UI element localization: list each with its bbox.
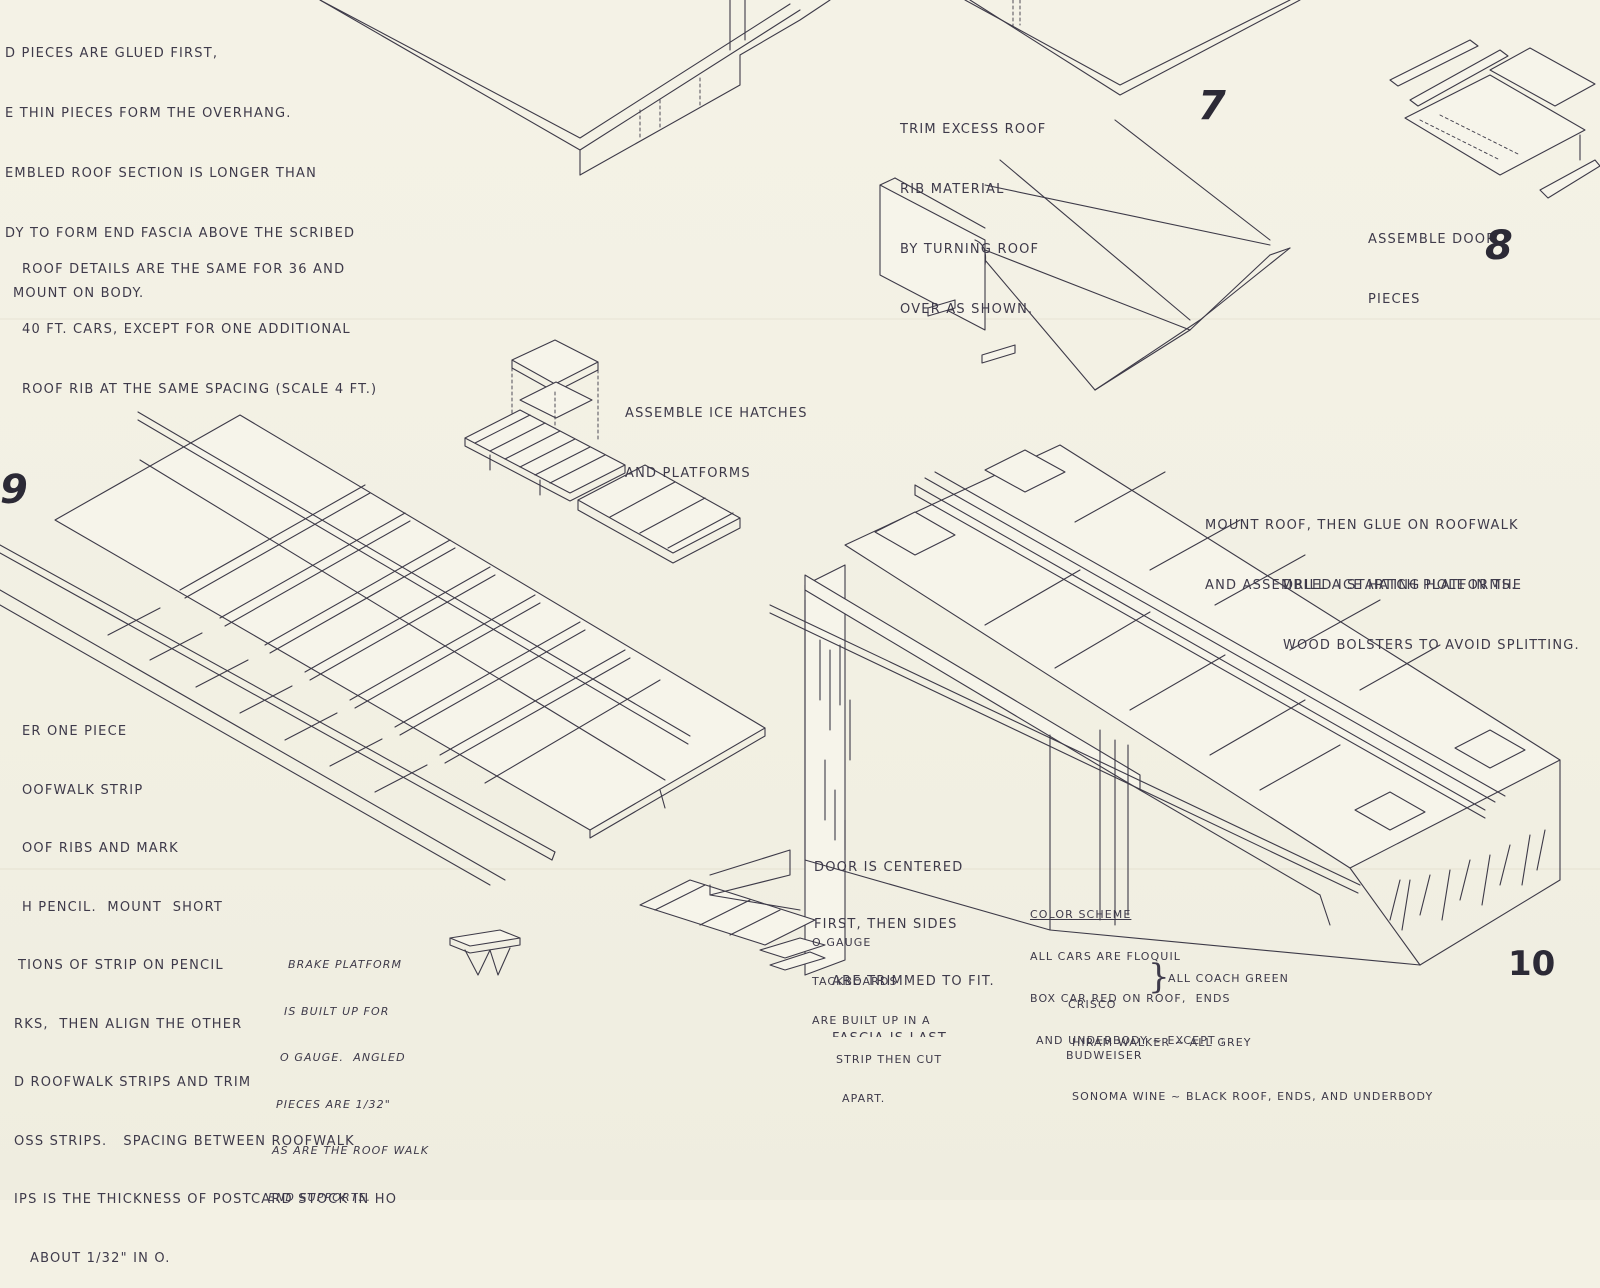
ice-hatch-drawing: [464, 339, 741, 564]
roof-top-drawing-7: [964, 0, 1301, 96]
car-body-drawing-10: [769, 444, 1561, 976]
color-scheme-line: ALL CARS ARE FLOQUIL: [1030, 950, 1182, 963]
note-line: OVER AS SHOWN.: [900, 302, 1034, 317]
note-line: H PENCIL. MOUNT SHORT: [22, 899, 224, 915]
note-line: ASSEMBLE DOOR: [1368, 232, 1497, 247]
brand-item: CRISCO: [1068, 998, 1117, 1011]
note-trim-ribs: TRIM EXCESS ROOF RIB MATERIAL BY TURNING…: [900, 80, 1046, 340]
note-line: D PIECES ARE GLUED FIRST,: [5, 46, 219, 61]
note-line: OOF RIBS AND MARK: [22, 841, 179, 856]
step-number-7: 7: [1198, 83, 1226, 129]
roofwalk-strip-drawing: [0, 544, 556, 886]
note-line: OSS STRIPS. SPACING BETWEEN ROOFWALK: [14, 1133, 355, 1149]
inverted-roof-drawing: [879, 119, 1291, 391]
color-scheme-brace-items: CRISCO BUDWEISER: [1066, 962, 1143, 1098]
note-line: ER ONE PIECE: [22, 724, 128, 739]
note-line: ROOF DETAILS ARE THE SAME FOR 36 AND: [22, 262, 346, 277]
note-line: APART.: [842, 1092, 886, 1105]
note-line: ROOF RIB AT THE SAME SPACING (SCALE 4 FT…: [22, 382, 378, 397]
note-line: ASSEMBLE ICE HATCHES: [625, 406, 808, 421]
note-line: ARE BUILT UP IN A: [812, 1014, 931, 1027]
roof-rib-drawing-9: [54, 411, 766, 839]
note-line: DY TO FORM END FASCIA ABOVE THE SCRIBED: [5, 226, 356, 241]
note-door-centered: DOOR IS CENTERED FIRST, THEN SIDES ARE T…: [814, 820, 995, 1056]
note-mount-roof: MOUNT ROOF, THEN GLUE ON ROOFWALK AND AS…: [1205, 476, 1519, 616]
note-line: 40 FT. CARS, EXCEPT FOR ONE ADDITIONAL: [22, 322, 351, 337]
note-line: PIECES ARE 1/32": [276, 1097, 391, 1111]
brace-symbol: }: [1148, 957, 1170, 997]
brace-label: ALL COACH GREEN: [1168, 972, 1289, 985]
note-line: IS BUILT UP FOR: [284, 1004, 390, 1018]
note-brake-platform: BRAKE PLATFORM IS BUILT UP FOR O GAUGE. …: [268, 926, 429, 1221]
note-line: ARE TRIMMED TO FIT.: [832, 974, 995, 989]
note-line: D ROOFWALK STRIPS AND TRIM: [14, 1075, 252, 1090]
note-roof-details: ROOF DETAILS ARE THE SAME FOR 36 AND 40 …: [22, 220, 377, 420]
note-line: MOUNT ON BODY.: [13, 286, 145, 301]
step-number-10: 10: [1508, 944, 1556, 984]
step-number-8: 8: [1485, 223, 1513, 269]
color-scheme-heading: COLOR SCHEME: [1030, 908, 1132, 921]
note-line: PIECES: [1368, 292, 1421, 307]
note-tackboards: O GAUGE TACKBOARDS ARE BUILT UP IN A STR…: [812, 910, 942, 1118]
note-line: AND PLATFORMS: [625, 466, 751, 481]
note-line: DOOR IS CENTERED: [814, 860, 964, 875]
note-line: BRAKE PLATFORM: [288, 958, 403, 971]
note-line: TACKBOARDS: [812, 975, 898, 988]
paper-fold-line: [0, 868, 1600, 870]
tackboard-drawing: [639, 849, 826, 971]
note-line: TRIM EXCESS ROOF: [900, 122, 1047, 137]
step-number-9: 9: [0, 467, 28, 513]
color-scheme-line: BOX CAR RED ON ROOF, ENDS: [1030, 992, 1231, 1005]
door-pieces-drawing: [1389, 39, 1600, 199]
assembly-drawings: [0, 0, 1600, 976]
note-line: FIRST, THEN SIDES: [814, 917, 958, 932]
color-scheme-line: AND UNDERBODY ~ EXCEPT :: [1036, 1034, 1226, 1047]
brake-platform-drawing: [449, 929, 521, 976]
note-line: AS ARE THE ROOF WALK: [272, 1144, 430, 1157]
color-scheme-extra: HIRAM WALKER ~ ALL GREY SONOMA WINE ~ BL…: [1072, 998, 1433, 1142]
note-door-pieces: ASSEMBLE DOOR PIECES: [1368, 190, 1496, 330]
note-line: RIB MATERIAL: [900, 182, 1005, 197]
note-line: MOUNT ROOF, THEN GLUE ON ROOFWALK: [1205, 518, 1519, 533]
note-line: WOOD BOLSTERS TO AVOID SPLITTING.: [1283, 638, 1580, 653]
note-line: OOFWALK STRIP: [22, 782, 144, 798]
note-line: O GAUGE. ANGLED: [280, 1051, 406, 1064]
note-line: ABOUT 1/32" IN O.: [30, 1250, 171, 1266]
note-line: BY TURNING ROOF: [900, 242, 1040, 257]
note-line: STRIP THEN CUT: [836, 1053, 943, 1066]
note-line: EMBLED ROOF SECTION IS LONGER THAN: [5, 166, 318, 181]
note-line: END SUPPORTS.: [268, 1190, 372, 1204]
roof-section-drawing-top: [319, 0, 831, 176]
note-line: RKS, THEN ALIGN THE OTHER: [14, 1016, 243, 1032]
note-line: O GAUGE: [812, 936, 872, 949]
paper-fold-line: [0, 318, 1600, 320]
note-line: E THIN PIECES FORM THE OVERHANG.: [5, 106, 292, 121]
note-line: AND ASSEMBLED ICE HATCH PLATFORMS.: [1205, 578, 1517, 593]
note-line: TIONS OF STRIP ON PENCIL: [18, 958, 224, 973]
note-line: DRILL A STARTING HOLE IN THE: [1283, 578, 1523, 593]
note-drill-hole: DRILL A STARTING HOLE IN THE WOOD BOLSTE…: [1283, 536, 1580, 676]
color-scheme-lines: ALL CARS ARE FLOQUIL BOX CAR RED ON ROOF…: [1030, 922, 1231, 1076]
note-top-roof: D PIECES ARE GLUED FIRST, E THIN PIECES …: [5, 4, 355, 324]
brand-item: BUDWEISER: [1066, 1049, 1143, 1062]
note-ice-hatches: ASSEMBLE ICE HATCHES AND PLATFORMS: [625, 364, 808, 504]
color-scheme-line: SONOMA WINE ~ BLACK ROOF, ENDS, AND UNDE…: [1072, 1090, 1434, 1103]
color-scheme-line: HIRAM WALKER ~ ALL GREY: [1072, 1036, 1252, 1049]
